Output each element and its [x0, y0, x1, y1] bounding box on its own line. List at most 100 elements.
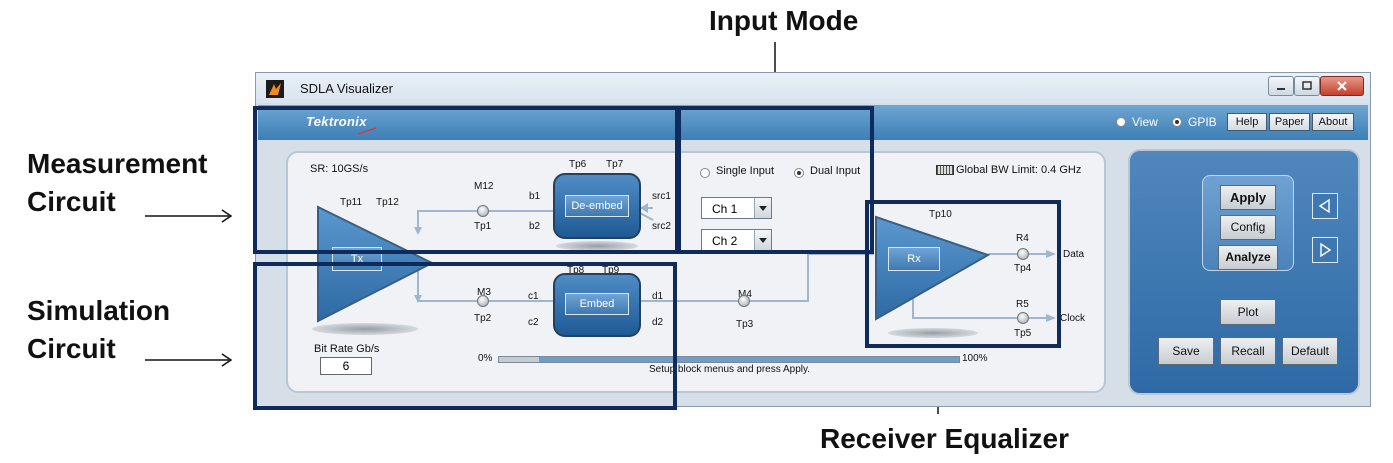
bit-rate-label: Bit Rate Gb/s: [314, 343, 380, 355]
logo-swoosh-icon: [358, 127, 377, 135]
deembed-b1-label: b1: [529, 191, 541, 202]
source2-value: Ch 2: [712, 234, 738, 248]
recall-button[interactable]: Recall: [1220, 337, 1276, 365]
help-button[interactable]: Help: [1227, 113, 1267, 131]
signal-wires: [414, 203, 1056, 322]
paper-button[interactable]: Paper: [1269, 113, 1310, 131]
right-arrow-icon: [1320, 242, 1332, 258]
embed-c1-label: c1: [528, 291, 539, 302]
tp1-label: Tp1: [474, 221, 492, 232]
tx-shadow: [312, 323, 418, 335]
clock-output-label: Clock: [1060, 313, 1086, 324]
status-text: Setup block menus and press Apply.: [649, 364, 811, 375]
callout-receiver-equalizer: Receiver Equalizer: [820, 423, 1070, 454]
dual-input-label: Dual Input: [810, 165, 861, 177]
chevron-down-icon: [754, 230, 771, 250]
bw-limit-icon[interactable]: [936, 165, 954, 175]
callout-measurement-circuit-line1: Measurement: [27, 148, 208, 179]
measurement-arrow: [145, 209, 233, 223]
simulation-arrow: [145, 353, 233, 367]
default-button[interactable]: Default: [1282, 337, 1338, 365]
banner: Tektronix View GPIB Help Paper About: [258, 105, 1368, 140]
single-input-radio[interactable]: [700, 168, 710, 178]
embed-tp8-label: Tp8: [567, 265, 585, 276]
deembed-shadow: [556, 241, 638, 251]
input-mode-highlight: [677, 106, 874, 254]
embed-tp9-label: Tp9: [602, 265, 620, 276]
tp4-label: Tp4: [1014, 263, 1032, 274]
callout-input-mode: Input Mode: [709, 5, 859, 36]
app-window: SDLA Visualizer Tektronix View GPIB Help…: [255, 72, 1371, 407]
callout-simulation-circuit-line2: Circuit: [27, 333, 116, 364]
m12-probe[interactable]: [477, 205, 489, 217]
embed-d1-label: d1: [652, 291, 664, 302]
deembed-block[interactable]: De-embed: [553, 173, 641, 239]
gpib-radio[interactable]: [1172, 117, 1182, 127]
tektronix-logo: Tektronix: [306, 114, 367, 129]
tp2-label: Tp2: [474, 313, 492, 324]
chevron-down-icon: [754, 198, 771, 218]
about-button[interactable]: About: [1312, 113, 1354, 131]
tp5-label: Tp5: [1014, 328, 1032, 339]
title-bar: SDLA Visualizer: [256, 73, 1370, 103]
callout-simulation-circuit-line1: Simulation: [27, 295, 171, 326]
minimize-button[interactable]: [1268, 76, 1294, 96]
circuit-panel: SR: 10GS/s Tp11 Tp12 Tx M12 Tp1 M3 Tp2 T…: [286, 151, 1106, 393]
embed-block[interactable]: Embed: [553, 273, 641, 337]
dual-input-radio[interactable]: [794, 168, 804, 178]
m12-label: M12: [474, 181, 494, 192]
r5-probe[interactable]: [1017, 312, 1029, 324]
maximize-button[interactable]: [1294, 76, 1320, 96]
source1-value: Ch 1: [712, 202, 738, 216]
config-button[interactable]: Config: [1220, 215, 1276, 240]
simulation-circuit-highlight: [253, 262, 677, 410]
tx-tp11-label: Tp11: [340, 197, 363, 208]
next-button[interactable]: [1312, 237, 1338, 263]
control-panel: Apply Config Analyze Plot Save Recall De…: [1128, 149, 1360, 395]
callout-measurement-circuit-line2: Circuit: [27, 186, 116, 217]
deembed-button[interactable]: De-embed: [565, 195, 629, 217]
global-bw-limit-label: Global BW Limit: 0.4 GHz: [956, 164, 1082, 176]
deembed-b2-label: b2: [529, 221, 541, 232]
left-arrow-icon: [1318, 198, 1330, 214]
rx-shadow: [888, 328, 978, 338]
m3-label: M3: [477, 287, 491, 298]
app-icon: [266, 80, 284, 98]
receiver-equalizer-highlight: [865, 200, 1061, 348]
deembed-tp6-label: Tp6: [569, 159, 587, 170]
measurement-circuit-highlight: [253, 106, 679, 254]
view-radio[interactable]: [1116, 117, 1126, 127]
gpib-radio-label: GPIB: [1188, 115, 1217, 129]
m4-label: M4: [738, 289, 752, 300]
m4-probe[interactable]: [738, 295, 750, 307]
progress-bar: [498, 356, 960, 363]
single-input-label: Single Input: [716, 165, 775, 177]
source1-select[interactable]: Ch 1: [701, 197, 772, 219]
view-radio-label: View: [1132, 115, 1158, 129]
maximize-icon: [1302, 81, 1312, 90]
apply-button[interactable]: Apply: [1220, 185, 1276, 210]
deembed-src2-label: src2: [652, 221, 671, 232]
progress-max-label: 100%: [962, 353, 988, 364]
save-button[interactable]: Save: [1158, 337, 1214, 365]
rx-button[interactable]: Rx: [888, 247, 940, 271]
embed-d2-label: d2: [652, 317, 664, 328]
embed-c2-label: c2: [528, 317, 539, 328]
minimize-icon: [1277, 88, 1285, 90]
analyze-button[interactable]: Analyze: [1218, 245, 1278, 270]
bit-rate-input[interactable]: [320, 357, 372, 375]
progress-min-label: 0%: [478, 353, 493, 364]
r4-label: R4: [1016, 233, 1029, 244]
close-icon: [1337, 81, 1347, 91]
close-button[interactable]: [1320, 76, 1364, 96]
data-output-label: Data: [1063, 249, 1085, 260]
r4-probe[interactable]: [1017, 248, 1029, 260]
m3-probe[interactable]: [477, 295, 489, 307]
r5-label: R5: [1016, 299, 1029, 310]
rx-tp10-label: Tp10: [929, 209, 952, 220]
prev-button[interactable]: [1312, 193, 1338, 219]
embed-button[interactable]: Embed: [565, 293, 629, 315]
tx-tp12-label: Tp12: [376, 197, 399, 208]
sample-rate-label: SR: 10GS/s: [310, 163, 369, 175]
plot-button[interactable]: Plot: [1220, 299, 1276, 325]
